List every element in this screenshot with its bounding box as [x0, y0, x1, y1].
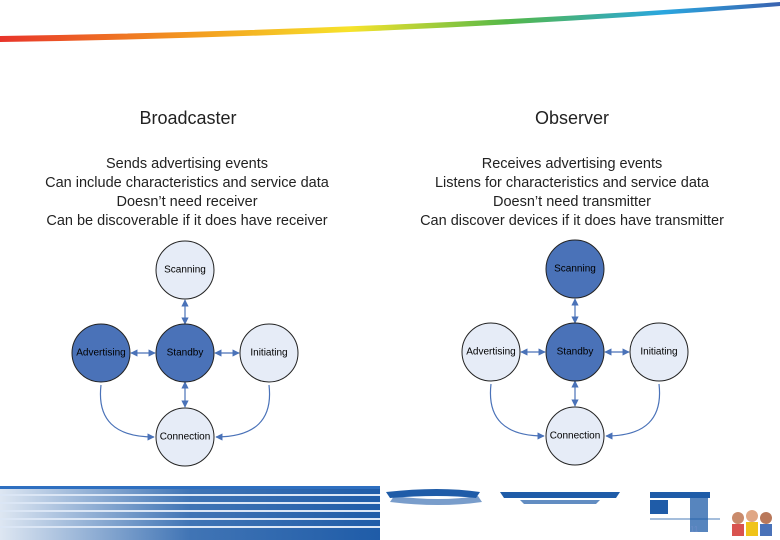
standby-node — [545, 322, 605, 382]
advertising-connection-arrow — [99, 384, 155, 441]
connection-label: Connection — [160, 432, 211, 443]
standby-label: Standby — [557, 347, 594, 358]
connection-node — [545, 406, 605, 466]
broadcaster-description: Sends advertising events Can include cha… — [0, 155, 377, 231]
broadcaster-line: Can be discoverable if it does have rece… — [46, 213, 328, 229]
broadcaster-line: Can include characteristics and service … — [45, 175, 329, 191]
scanning-node — [545, 239, 605, 299]
initiating-connection-arrow — [605, 383, 661, 440]
broadcaster-line: Doesn’t need receiver — [116, 194, 258, 210]
header-swoosh — [0, 2, 780, 42]
advertising-label: Advertising — [466, 347, 515, 358]
observer-line: Listens for characteristics and service … — [434, 175, 709, 191]
initiating-node — [239, 323, 299, 383]
people-photo — [732, 510, 772, 536]
initiating-label: Initiating — [250, 348, 287, 359]
observer-line: Receives advertising events — [481, 156, 663, 172]
advertising-node — [461, 322, 521, 382]
observer-line: Can discover devices if it does have tra… — [420, 213, 724, 229]
initiating-label: Initiating — [640, 347, 677, 358]
page-number: 11 — [690, 525, 699, 534]
footer-decoration: 11 — [0, 486, 772, 540]
advertising-node — [71, 323, 131, 383]
scanning-label: Scanning — [164, 265, 206, 276]
scanning-label: Scanning — [554, 264, 596, 275]
scanning-node — [155, 240, 215, 300]
broadcaster-line: Sends advertising events — [105, 156, 268, 172]
broadcaster-heading: Broadcaster — [139, 108, 237, 128]
connection-node — [155, 407, 215, 467]
advertising-connection-arrow — [489, 383, 545, 440]
standby-node — [155, 323, 215, 383]
standby-label: Standby — [167, 348, 204, 359]
initiating-connection-arrow — [215, 384, 271, 441]
connection-label: Connection — [550, 431, 601, 442]
observer-heading: Observer — [534, 108, 610, 128]
advertising-label: Advertising — [76, 348, 125, 359]
broadcaster-state-diagram: Scanning Advertising Standby Initiating … — [71, 240, 299, 467]
observer-line: Doesn’t need transmitter — [493, 194, 651, 210]
initiating-node — [629, 322, 689, 382]
observer-state-diagram: Scanning Advertising Standby Initiating … — [461, 239, 689, 466]
observer-description: Receives advertising events Listens for … — [382, 155, 762, 231]
